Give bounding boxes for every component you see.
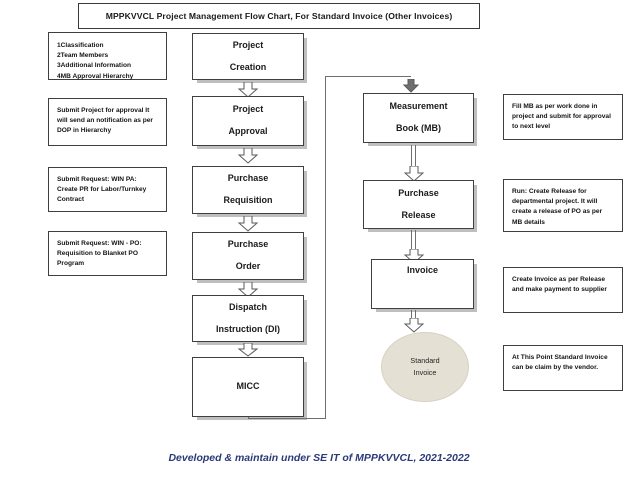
arrow-down-icon — [404, 318, 424, 333]
note-purchase-requisition: Submit Request: WIN PA: Create PR for La… — [48, 167, 167, 212]
arrow-down-icon — [403, 79, 419, 93]
note-list-item: 2Team Members — [57, 52, 109, 60]
note-invoice: Create Invoice as per Release and make p… — [503, 267, 623, 313]
flow-box-purchase-order[interactable]: Purchase Order — [192, 232, 304, 280]
flow-box-line2: Order — [235, 261, 261, 271]
terminator-line2: Invoice — [413, 368, 437, 377]
arrow-down-icon — [238, 216, 258, 232]
flow-box-line2: Book (MB) — [396, 123, 441, 133]
connector-to-measurement-book — [325, 76, 411, 77]
flow-box-line1: Invoice — [406, 265, 438, 275]
connector-release-to-invoice-b — [415, 230, 416, 251]
flow-box-micc[interactable]: MICC — [192, 357, 304, 417]
note-list-item: 1Classification — [57, 42, 104, 49]
connector-invoice-to-standard — [411, 310, 412, 322]
arrow-down-icon — [238, 82, 258, 98]
connector-mb-to-release — [411, 145, 412, 169]
flow-box-line1: Purchase — [398, 187, 439, 198]
flow-box-project-creation[interactable]: Project Creation — [192, 33, 304, 80]
arrow-down-icon — [404, 166, 424, 182]
flow-box-line1: MICC — [236, 381, 260, 392]
note-standard-invoice: At This Point Standard Invoice can be cl… — [503, 345, 623, 391]
note-project-approval: Submit Project for approval It will send… — [48, 98, 167, 146]
flow-box-line1: Project — [232, 104, 264, 115]
flow-box-project-approval[interactable]: Project Approval — [192, 96, 304, 146]
note-classification-list: 1Classification 2Team Members 3Additiona… — [48, 32, 167, 80]
flow-box-line1: Purchase — [227, 173, 269, 184]
flow-box-line2: Approval — [228, 126, 268, 136]
connector-mb-to-release-b — [415, 145, 416, 169]
note-list-item: 3Additional Information — [57, 62, 131, 70]
note-list-item: 4MB Approval Hierarchy — [57, 72, 134, 80]
flow-box-line1: Measurement — [389, 101, 448, 112]
terminator-standard-invoice[interactable]: Standard Invoice — [381, 332, 469, 402]
page-title-text: MPPKVVCL Project Management Flow Chart, … — [105, 11, 453, 21]
note-purchase-release: Run: Create Release for departmental pro… — [503, 179, 623, 232]
arrow-down-icon — [238, 282, 258, 298]
flow-box-dispatch-instruction[interactable]: Dispatch Instruction (DI) — [192, 295, 304, 342]
flow-box-invoice[interactable]: Invoice — [371, 259, 474, 309]
terminator-line1: Standard — [410, 356, 440, 366]
connector-release-to-invoice — [411, 230, 412, 251]
page-title: MPPKVVCL Project Management Flow Chart, … — [78, 3, 480, 29]
flow-box-line1: Project — [232, 39, 264, 50]
connector-micc-up — [325, 76, 326, 419]
arrow-down-icon — [238, 343, 258, 357]
note-measurement-book: Fill MB as per work done in project and … — [503, 94, 623, 140]
flow-box-line2: Instruction (DI) — [216, 323, 280, 334]
flow-box-line2: Release — [401, 209, 436, 220]
flow-box-line1: Dispatch — [228, 301, 267, 312]
flow-box-measurement-book[interactable]: Measurement Book (MB) — [363, 93, 474, 143]
flow-box-purchase-requisition[interactable]: Purchase Requisition — [192, 166, 304, 214]
flow-box-line2: Creation — [229, 61, 267, 72]
note-purchase-order: Submit Request: WIN - PO: Requisition to… — [48, 231, 167, 276]
connector-invoice-to-standard-b — [415, 310, 416, 322]
flow-box-purchase-release[interactable]: Purchase Release — [363, 180, 474, 229]
flow-box-line2: Requisition — [223, 195, 273, 205]
footer-text: Developed & maintain under SE IT of MPPK… — [168, 452, 470, 464]
arrow-down-icon — [238, 148, 258, 164]
flow-box-line1: Purchase — [227, 239, 269, 250]
connector-micc-right — [248, 418, 326, 419]
